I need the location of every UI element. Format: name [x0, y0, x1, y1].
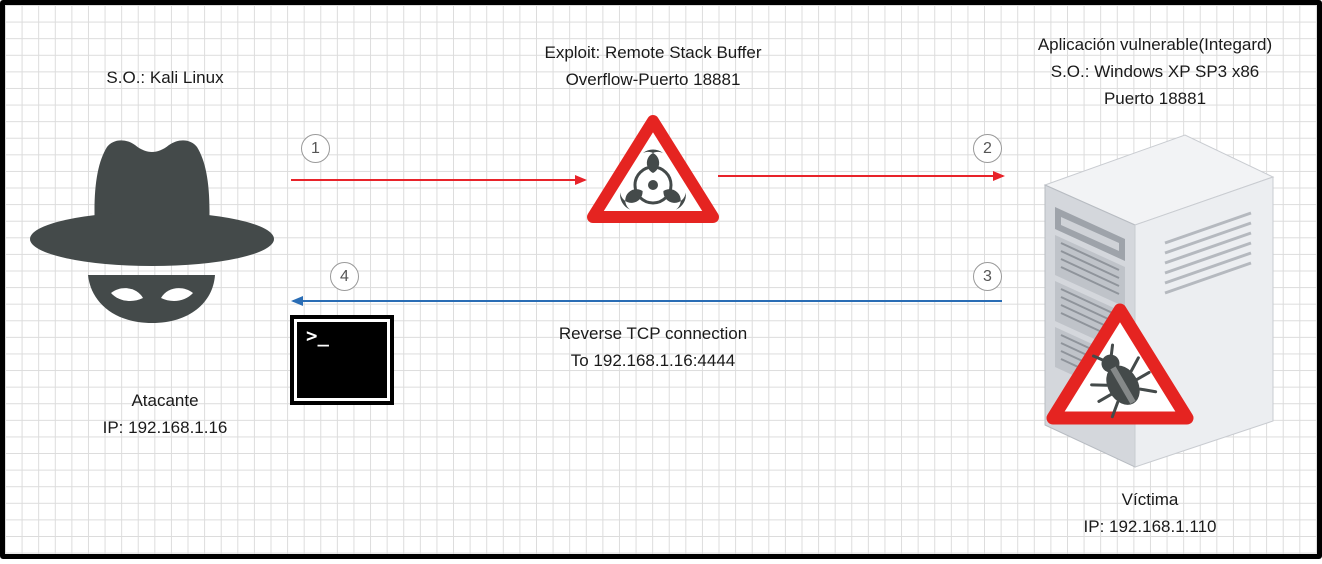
victim-ip: IP: 192.168.1.110 — [1083, 517, 1217, 536]
spy-icon — [30, 140, 274, 323]
exploit-line-2: Overflow-Puerto 18881 — [565, 70, 741, 89]
attacker-os: S.O.: Kali Linux — [106, 68, 224, 87]
reverse-connection-label: Reverse TCP connection To 192.168.1.16:4… — [503, 320, 803, 374]
step-3-badge: 3 — [973, 262, 1002, 291]
attacker-info: Atacante IP: 192.168.1.16 — [50, 387, 280, 441]
exploit-line-1: Exploit: Remote Stack Buffer — [544, 43, 762, 62]
victim-info-top: Aplicación vulnerable(Integard) S.O.: Wi… — [1005, 31, 1305, 112]
exploit-label: Exploit: Remote Stack Buffer Overflow-Pu… — [503, 39, 803, 93]
malware-bug-warning-icon — [1046, 303, 1194, 425]
victim-app: Aplicación vulnerable(Integard) — [1037, 35, 1273, 54]
attacker-role: Atacante — [131, 391, 199, 410]
step-2-badge: 2 — [973, 134, 1002, 163]
victim-role: Víctima — [1121, 490, 1179, 509]
victim-info-bottom: Víctima IP: 192.168.1.110 — [1035, 486, 1265, 540]
step-1-badge: 1 — [301, 134, 330, 163]
attacker-ip: IP: 192.168.1.16 — [102, 418, 228, 437]
victim-port: Puerto 18881 — [1103, 89, 1207, 108]
terminal-icon: >_ — [290, 315, 394, 405]
terminal-prompt: >_ — [306, 325, 329, 347]
connection-line-2: To 192.168.1.16:4444 — [570, 351, 736, 370]
attacker-os-label: S.O.: Kali Linux — [65, 64, 265, 91]
victim-os: S.O.: Windows XP SP3 x86 — [1050, 62, 1260, 81]
step-4-badge: 4 — [330, 262, 359, 291]
connection-line-1: Reverse TCP connection — [558, 324, 748, 343]
biohazard-warning-icon — [587, 115, 719, 223]
connection-arrows — [291, 171, 1005, 306]
